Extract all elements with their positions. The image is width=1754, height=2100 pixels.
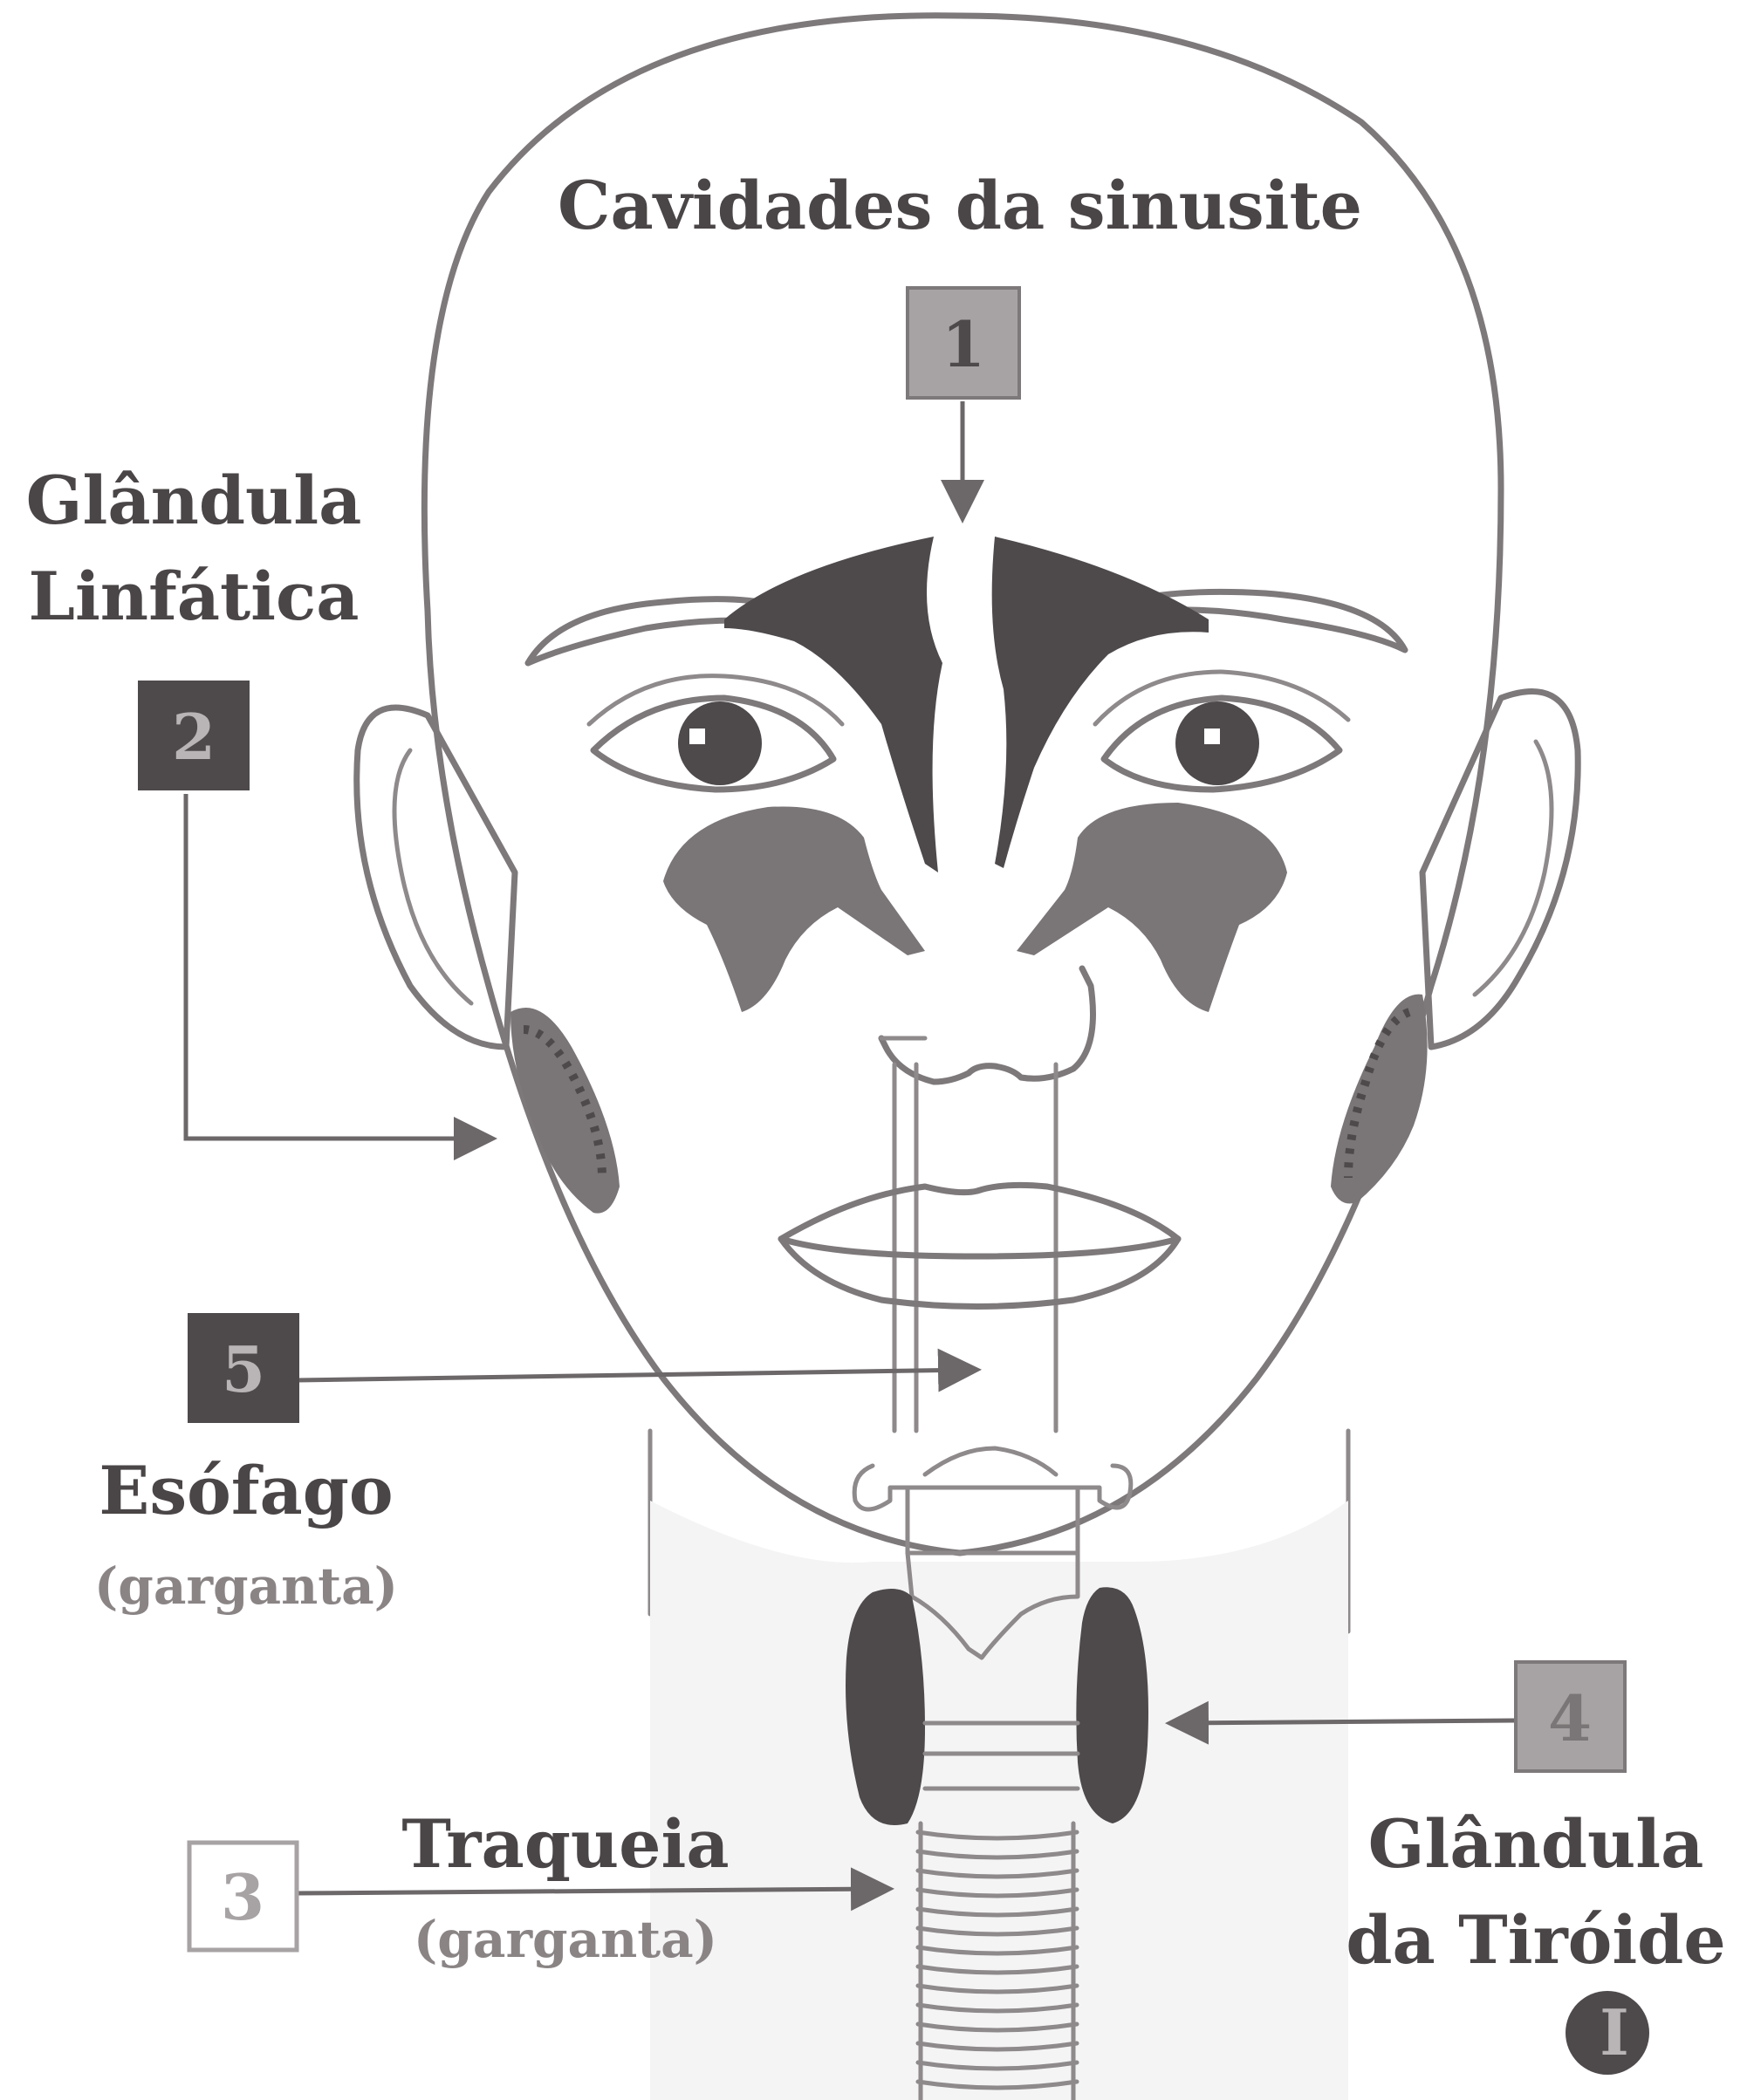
svg-text:4: 4 <box>1548 1681 1592 1755</box>
svg-text:3: 3 <box>221 1860 264 1934</box>
nose <box>881 968 1093 1082</box>
label-trachea-sub: (garganta) <box>414 1910 717 1969</box>
label-lymph-line2: Linfática <box>29 557 360 635</box>
label-esophagus-sub: (garganta) <box>94 1556 398 1616</box>
arrow-thyroid <box>1174 1720 1514 1723</box>
arrow-esophagus <box>297 1370 973 1380</box>
right-ear <box>1422 692 1578 1048</box>
marker-3: 3 <box>189 1843 297 1950</box>
esophagus-tube <box>894 1064 1056 1431</box>
lymph-glands <box>510 995 1428 1214</box>
label-lymph-line1: Glândula <box>26 462 362 539</box>
right-eye <box>1095 672 1348 790</box>
label-thyroid-line1: Glândula <box>1368 1805 1704 1883</box>
label-esophagus: Esófago <box>99 1452 393 1529</box>
label-sinus: Cavidades da sinusite <box>558 167 1362 244</box>
marker-4: 4 <box>1516 1662 1625 1771</box>
svg-text:I: I <box>1600 1995 1629 2069</box>
marker-2: 2 <box>138 681 250 790</box>
label-thyroid-line2: da Tiróide <box>1346 1901 1725 1979</box>
head-outline <box>424 16 1501 1553</box>
arrow-lymph <box>186 794 489 1139</box>
label-trachea: Traqueia <box>401 1805 729 1883</box>
marker-5: 5 <box>188 1313 299 1423</box>
logo-mark: I <box>1566 1991 1649 2075</box>
svg-text:5: 5 <box>222 1332 265 1406</box>
marker-1: 1 <box>908 288 1019 398</box>
neck <box>650 1431 1348 2100</box>
svg-text:2: 2 <box>172 700 216 774</box>
left-eye <box>589 676 842 790</box>
svg-text:1: 1 <box>942 307 985 381</box>
lips <box>781 1185 1178 1306</box>
